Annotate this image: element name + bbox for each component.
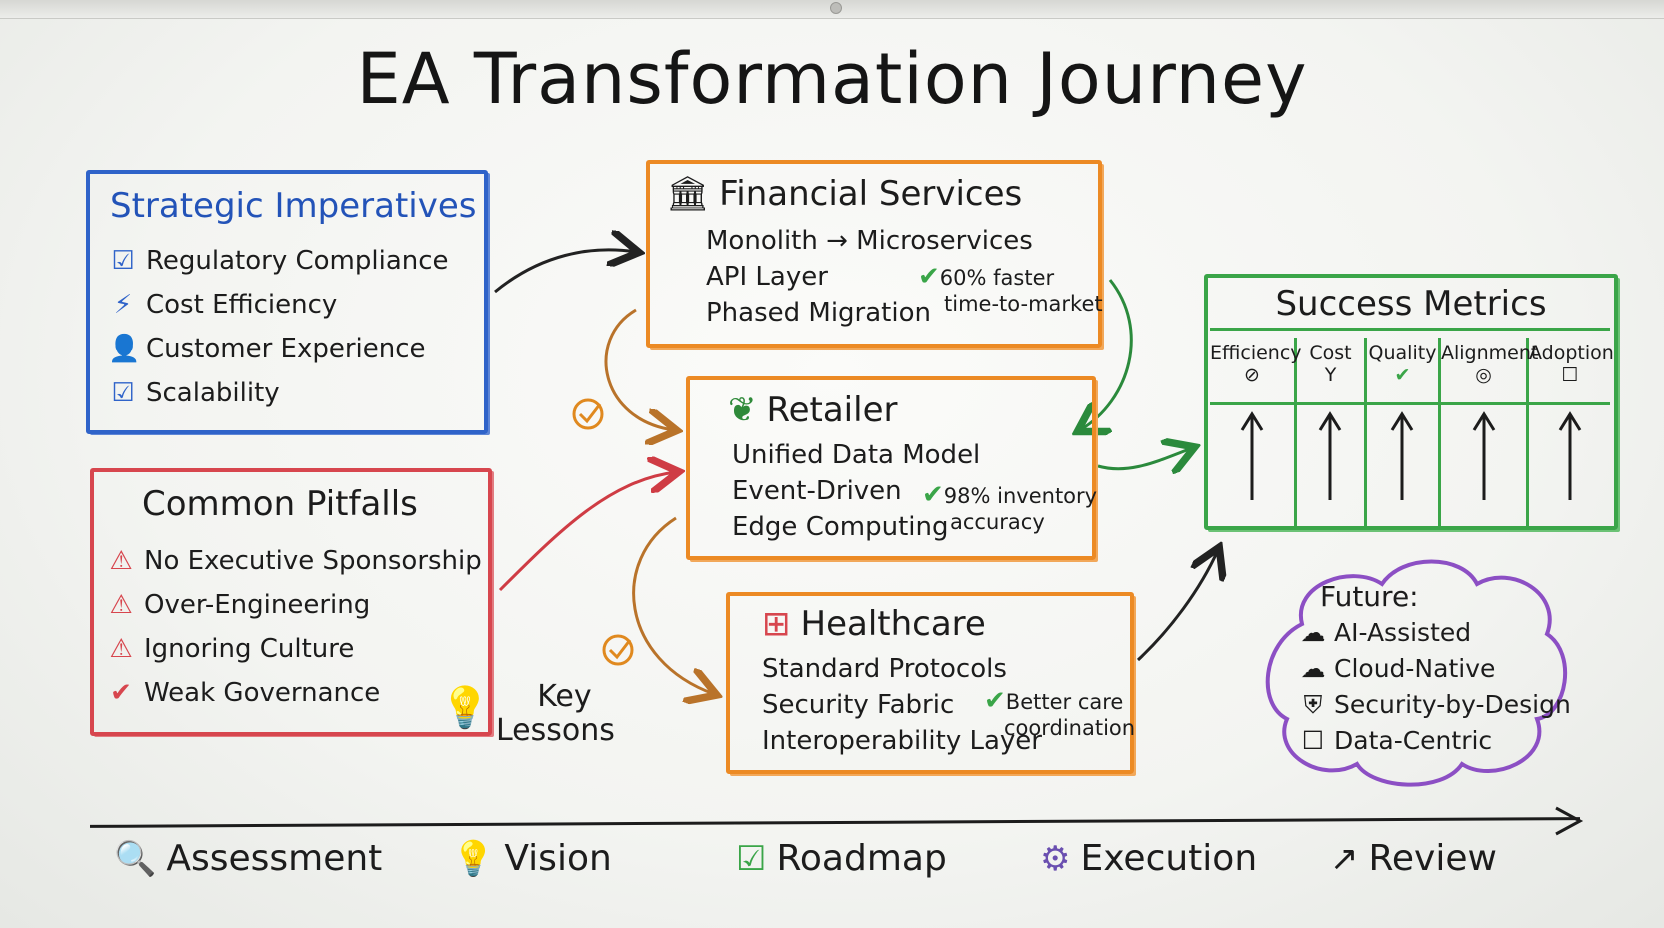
checkbox-icon: ☑	[111, 246, 135, 276]
bank-icon: 🏛	[666, 174, 710, 214]
list-item: 👤Customer Experience	[108, 334, 426, 364]
column-divider	[1294, 338, 1297, 528]
whiteboard-frame	[0, 0, 1664, 19]
check-circle-icon	[602, 634, 634, 666]
metrics-label-rule	[1210, 402, 1610, 405]
target-icon: ◎	[1475, 364, 1492, 386]
financial-services-box	[646, 160, 1102, 348]
lightbulb-icon: 💡	[452, 839, 495, 879]
column-divider	[1364, 338, 1367, 528]
metrics-heading: Success Metrics	[1275, 284, 1547, 324]
retailer-heading: ❦Retailer	[728, 390, 898, 430]
medical-icon: ⊞	[762, 604, 791, 644]
check-circle-icon: ✔	[110, 678, 132, 708]
timeline-axis	[90, 817, 1580, 828]
metric-alignment: Alignment◎	[1441, 342, 1539, 386]
warning-icon: ⚠	[109, 546, 133, 576]
phase-execution: ⚙Execution	[1040, 838, 1258, 879]
list-item: ⚡Cost Efficiency	[108, 290, 337, 320]
warning-icon: ⚠	[109, 634, 133, 664]
diagram-title: EA Transformation Journey	[356, 38, 1308, 120]
list-item: Phased Migration	[706, 298, 931, 328]
list-item: ☑Regulatory Compliance	[108, 246, 448, 276]
list-item: ✔Weak Governance	[106, 678, 380, 708]
pin-icon	[830, 2, 842, 14]
phase-vision: 💡Vision	[452, 838, 612, 879]
check-icon: ✔	[984, 686, 1006, 716]
financial-heading: 🏛Financial Services	[666, 174, 1023, 214]
strategic-imperatives-box	[86, 170, 488, 434]
healthcare-box	[726, 592, 1134, 774]
cloud-icon: ☁	[1300, 618, 1326, 647]
arrow-strategic-to-financial	[494, 250, 636, 294]
list-item: ☁Cloud-Native	[1300, 654, 1496, 683]
healthcare-heading: ⊞Healthcare	[762, 604, 986, 644]
target-icon: ⊘	[1244, 364, 1260, 386]
funnel-icon: Y	[1324, 364, 1337, 386]
phase-review: ↗Review	[1330, 838, 1497, 879]
square-icon: ☐	[1561, 364, 1579, 386]
list-item: ☁AI-Assisted	[1300, 618, 1472, 647]
shield-icon: ⛨	[1303, 690, 1323, 719]
arrow-pitfalls-to-retailer	[498, 472, 676, 592]
arrow-healthcare-to-metrics	[1136, 550, 1218, 662]
list-item: Monolith → Microservices	[706, 226, 1033, 256]
check-circle-icon	[572, 398, 604, 430]
arrow-retailer-to-metrics	[1097, 448, 1192, 469]
list-item: ⚠Ignoring Culture	[106, 634, 354, 664]
list-item: Event-Driven	[732, 476, 902, 506]
column-divider	[1526, 338, 1529, 528]
list-item: Edge Computing	[732, 512, 949, 542]
future-cloud-shape	[1265, 559, 1568, 787]
warning-icon: ⚠	[109, 590, 133, 620]
square-icon: ☐	[1301, 726, 1325, 755]
metric-quality: Quality✔	[1368, 342, 1437, 386]
metric-adoption: Adoption☐	[1529, 342, 1614, 386]
list-item: ☐Data-Centric	[1301, 726, 1493, 755]
future-heading: Future:	[1320, 580, 1419, 613]
list-item: ☑Scalability	[108, 378, 279, 408]
efficiency-icon: ⚡	[113, 290, 133, 320]
success-metrics-box	[1204, 274, 1618, 530]
metric-efficiency: Efficiency⊘	[1210, 342, 1302, 386]
phase-roadmap: ☑Roadmap	[736, 838, 947, 879]
list-item: Unified Data Model	[732, 440, 981, 470]
lightbulb-icon: 💡	[440, 685, 490, 731]
gear-icon: ⚙	[1040, 839, 1071, 879]
cloud-icon: ☁	[1300, 654, 1326, 683]
key-lessons-label: Key Lessons	[496, 679, 615, 748]
metrics-header-rule	[1210, 328, 1610, 331]
plant-icon: ❦	[728, 390, 757, 430]
list-item: Security Fabric	[762, 690, 955, 720]
pitfalls-heading: Common Pitfalls	[142, 484, 418, 524]
list-item: ⚠No Executive Sponsorship	[106, 546, 481, 576]
magnifier-icon: 🔍	[114, 839, 157, 879]
list-item: ⛨Security-by-Design	[1300, 690, 1571, 720]
checkbox-icon: ☑	[736, 839, 767, 879]
common-pitfalls-box	[90, 468, 492, 736]
person-icon: 👤	[108, 334, 141, 364]
list-item: Standard Protocols	[762, 654, 1007, 684]
phase-assessment: 🔍Assessment	[114, 838, 383, 879]
list-item: API Layer	[706, 262, 828, 292]
check-icon: ✔	[1394, 364, 1411, 386]
strategic-heading: Strategic Imperatives	[110, 186, 477, 226]
retailer-box	[686, 376, 1096, 560]
list-item: ⚠Over-Engineering	[106, 590, 370, 620]
checkbox-icon: ☑	[111, 378, 135, 408]
check-icon: ✔	[918, 262, 940, 292]
column-divider	[1438, 338, 1441, 528]
list-item: Interoperability Layer	[762, 726, 1042, 756]
trend-arrow-icon: ↗	[1330, 839, 1359, 879]
check-icon: ✔	[922, 480, 944, 510]
